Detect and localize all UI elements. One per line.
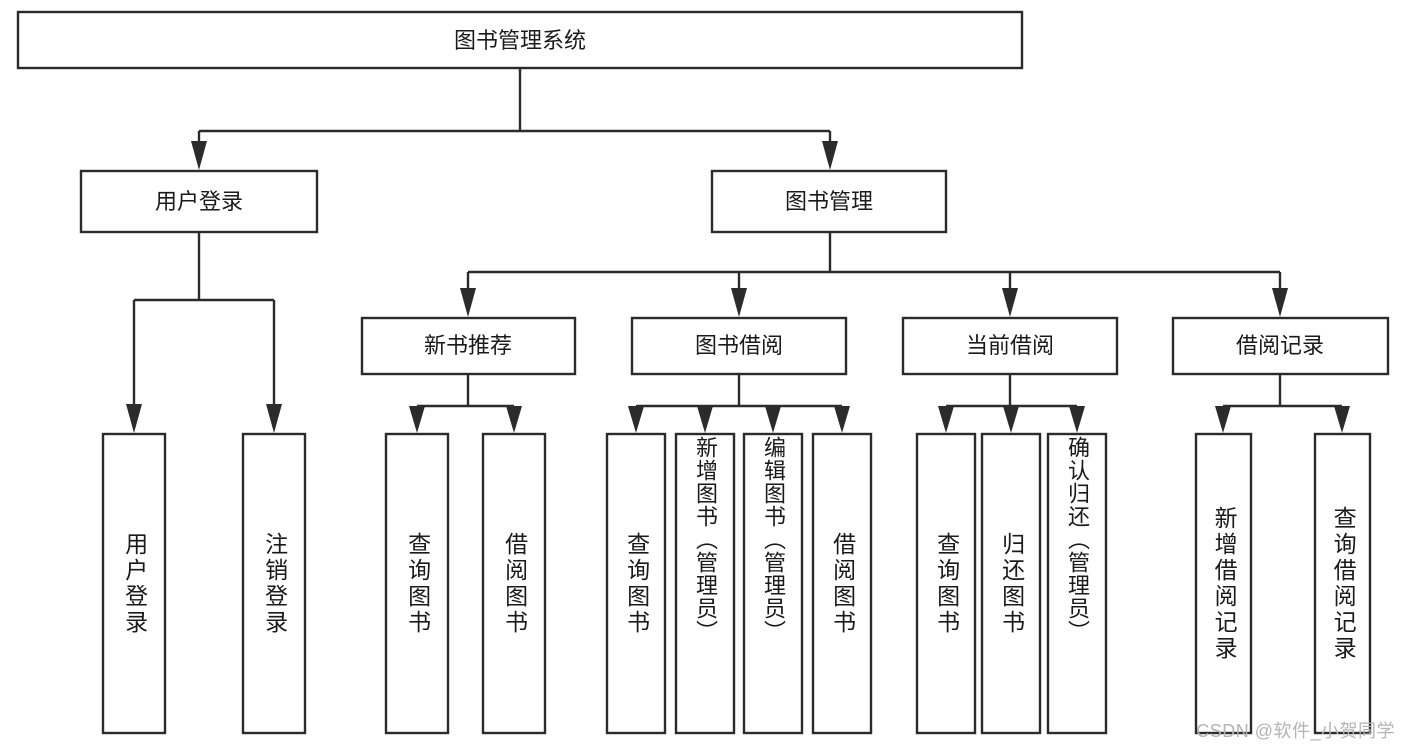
node-current-borrow[interactable]: 当前借阅 bbox=[901, 316, 1119, 376]
arrow-head-leaf-query-book-rec bbox=[409, 406, 425, 433]
node-current-borrow-box[interactable] bbox=[901, 316, 1119, 376]
arrow-head-new-book-rec bbox=[460, 288, 476, 317]
arrow-head-leaf-confirm-return bbox=[1069, 406, 1085, 433]
node-root-label: 图书管理系统 bbox=[454, 28, 586, 53]
node-book-borrow-label: 图书借阅 bbox=[695, 333, 783, 358]
leaf-query-book-cur-box[interactable] bbox=[915, 432, 977, 735]
arrow-head-leaf-edit-book bbox=[765, 406, 781, 433]
arrow-head-leaf-query-book-cur bbox=[938, 406, 954, 433]
node-user-login-label: 用户登录 bbox=[155, 189, 243, 214]
arrow-head-leaf-user-login bbox=[126, 404, 142, 433]
arrow-head-leaf-query-book-borrow bbox=[628, 406, 644, 433]
csdn-watermark: CSDN @软件_小贺同学 bbox=[1196, 721, 1395, 741]
leaf-user-login-box[interactable] bbox=[101, 432, 167, 735]
leaf-return-book-box[interactable] bbox=[980, 432, 1042, 735]
arrow-head-book-manage bbox=[822, 141, 838, 170]
leaf-query-record-box[interactable] bbox=[1313, 432, 1372, 735]
node-root-box[interactable] bbox=[16, 10, 1024, 70]
leaf-query-book-rec-box[interactable] bbox=[384, 432, 450, 735]
node-new-book-rec[interactable]: 新书推荐 bbox=[360, 316, 577, 376]
node-book-manage[interactable]: 图书管理 bbox=[710, 169, 948, 234]
arrow-head-book-borrow bbox=[731, 288, 747, 317]
leaf-edit-book-box[interactable] bbox=[742, 432, 804, 735]
leaf-borrow-book-box[interactable] bbox=[811, 432, 873, 735]
leaf-query-book-borrow-box[interactable] bbox=[605, 432, 667, 735]
arrow-head-leaf-borrow-book bbox=[834, 406, 850, 433]
node-root[interactable]: 图书管理系统 bbox=[16, 10, 1024, 70]
arrow-head-current-borrow bbox=[1002, 288, 1018, 317]
arrow-head-borrow-record bbox=[1272, 288, 1288, 317]
connector-group-book-borrow bbox=[628, 374, 850, 433]
node-new-book-rec-box[interactable] bbox=[360, 316, 577, 376]
node-current-borrow-label: 当前借阅 bbox=[966, 333, 1054, 358]
connector-group-user-login bbox=[126, 232, 282, 433]
leaf-add-book-box[interactable] bbox=[674, 432, 736, 735]
arrow-head-leaf-borrow-book-rec bbox=[506, 406, 522, 433]
arrow-head-leaf-query-record bbox=[1334, 406, 1350, 433]
connector-group-new-book-rec bbox=[409, 374, 522, 433]
leaf-user-logout-box[interactable] bbox=[241, 432, 307, 735]
arrow-head-leaf-user-logout bbox=[266, 404, 282, 433]
connector-group-root bbox=[191, 68, 838, 170]
connector-group-book-manage bbox=[460, 232, 1288, 317]
leaf-boxes-group bbox=[101, 432, 1372, 735]
connector-group-borrow-record bbox=[1215, 374, 1350, 433]
node-new-book-rec-label: 新书推荐 bbox=[424, 333, 512, 358]
node-book-manage-label: 图书管理 bbox=[785, 189, 873, 214]
node-book-borrow[interactable]: 图书借阅 bbox=[630, 316, 848, 376]
node-book-manage-box[interactable] bbox=[710, 169, 948, 234]
leaf-add-record-box[interactable] bbox=[1194, 432, 1253, 735]
arrow-head-leaf-add-book bbox=[697, 406, 713, 433]
node-user-login[interactable]: 用户登录 bbox=[79, 169, 319, 234]
node-user-login-box[interactable] bbox=[79, 169, 319, 234]
arrow-head-leaf-return-book bbox=[1003, 406, 1019, 433]
node-borrow-record-box[interactable] bbox=[1171, 316, 1390, 376]
connector-group-current-borrow bbox=[938, 374, 1085, 433]
node-borrow-record[interactable]: 借阅记录 bbox=[1171, 316, 1390, 376]
leaf-borrow-book-rec-box[interactable] bbox=[481, 432, 547, 735]
leaf-confirm-return-box[interactable] bbox=[1046, 432, 1108, 735]
node-book-borrow-box[interactable] bbox=[630, 316, 848, 376]
arrow-head-leaf-add-record bbox=[1215, 406, 1231, 433]
node-borrow-record-label: 借阅记录 bbox=[1236, 333, 1324, 358]
arrow-head-user-login bbox=[191, 141, 207, 170]
